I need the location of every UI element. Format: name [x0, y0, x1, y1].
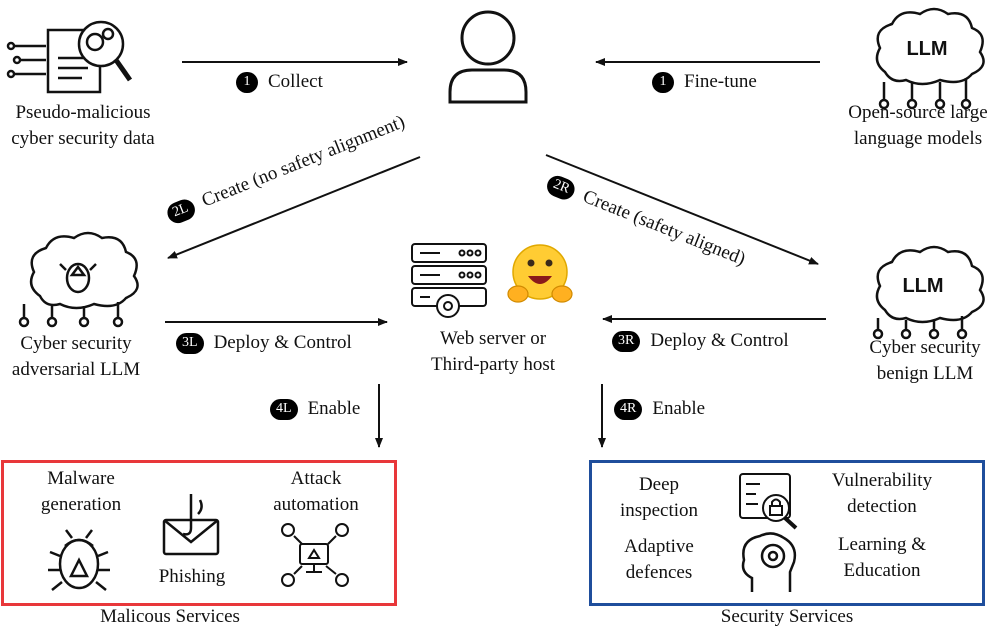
adversarial-llm-line1: Cyber security — [20, 333, 132, 354]
phishing-envelope-icon — [162, 494, 220, 556]
host-line2: Third-party host — [430, 354, 555, 375]
malicious-services-box — [1, 460, 397, 606]
attack-automation-icon — [281, 523, 349, 587]
brain-llm-icon-text: LLM — [906, 38, 947, 60]
brain-llm-benign-icon-text: LLM — [902, 275, 943, 297]
edge-enable-right: 4R Enable — [614, 397, 705, 421]
attack-line2: automation — [273, 494, 359, 515]
benign-llm-line1: Cyber security — [869, 337, 981, 358]
inspection-laptop-icon — [739, 473, 798, 530]
user-icon — [448, 10, 528, 104]
edge-deploy-right: 3R Deploy & Control — [612, 329, 789, 353]
edge-deploy-right-label: Deploy & Control — [650, 330, 789, 351]
security-services-box — [589, 460, 985, 606]
adaptive-line1: Adaptive — [624, 536, 694, 557]
edge-collect-label: Collect — [268, 71, 323, 92]
malware-bug-icon — [48, 529, 110, 591]
edge-enable-right-label: Enable — [652, 398, 706, 419]
learning-label: Learning & Education — [812, 532, 952, 584]
adaptive-line2: defences — [625, 562, 693, 583]
step-badge-enable-left: 4L — [270, 398, 298, 420]
adversarial-llm-line2: adversarial LLM — [11, 359, 141, 380]
benign-llm-label: Cyber security benign LLM — [853, 335, 997, 387]
head-gear-icon — [741, 532, 797, 592]
open-llm-line1: Open-source large — [848, 102, 988, 123]
edge-enable-left-label: Enable — [307, 398, 361, 419]
step-badge-collect: 1 — [236, 71, 258, 93]
brain-llm-benign-icon — [872, 245, 985, 340]
security-services-title: Security Services — [720, 606, 854, 627]
vuln-line1: Vulnerability — [831, 470, 933, 491]
arrow-create-right — [545, 154, 819, 265]
step-badge-deploy-right: 3R — [612, 330, 641, 352]
hugging-face-icon — [507, 244, 573, 303]
step-badge-enable-right: 4R — [614, 398, 643, 420]
pseudo-data-line1: Pseudo-malicious — [15, 102, 151, 123]
brain-bug-icon — [18, 231, 139, 328]
learning-line1: Learning & — [837, 534, 927, 555]
arrow-create-left — [167, 156, 421, 259]
step-badge-finetune: 1 — [652, 71, 674, 93]
open-llm-label: Open-source large language models — [838, 100, 997, 152]
open-llm-line2: language models — [853, 128, 983, 149]
document-search-icon — [6, 20, 133, 94]
learning-line2: Education — [843, 560, 921, 581]
edge-enable-left: 4L Enable — [270, 397, 360, 421]
edge-deploy-left: 3L Deploy & Control — [176, 331, 352, 355]
malicious-services-title: Malicous Services — [100, 606, 240, 627]
vulnerability-label: Vulnerability detection — [812, 468, 952, 520]
pseudo-data-label: Pseudo-malicious cyber security data — [0, 100, 166, 152]
edge-deploy-left-label: Deploy & Control — [213, 332, 352, 353]
deep-inspection-label: Deep inspection — [604, 472, 714, 524]
host-label: Web server or Third-party host — [408, 326, 578, 378]
adaptive-label: Adaptive defences — [604, 534, 714, 586]
edge-finetune-label: Fine-tune — [684, 71, 757, 92]
phishing-label: Phishing — [158, 566, 226, 587]
step-badge-deploy-left: 3L — [176, 332, 204, 354]
deep-line1: Deep — [638, 474, 680, 495]
attack-label: Attack automation — [256, 466, 376, 518]
benign-llm-line2: benign LLM — [876, 363, 974, 384]
malware-line2: generation — [40, 494, 122, 515]
host-line1: Web server or — [439, 328, 547, 349]
deep-line2: inspection — [619, 500, 699, 521]
edge-finetune: 1 Fine-tune — [652, 70, 757, 94]
malware-label: Malware generation — [22, 466, 140, 518]
malware-line1: Malware — [47, 468, 115, 489]
attack-line1: Attack — [290, 468, 342, 489]
edge-collect: 1 Collect — [236, 70, 323, 94]
vuln-line2: detection — [847, 496, 917, 517]
brain-llm-icon — [875, 7, 985, 110]
adversarial-llm-label: Cyber security adversarial LLM — [0, 331, 152, 383]
pseudo-data-line2: cyber security data — [11, 128, 155, 149]
server-icon — [411, 243, 487, 318]
